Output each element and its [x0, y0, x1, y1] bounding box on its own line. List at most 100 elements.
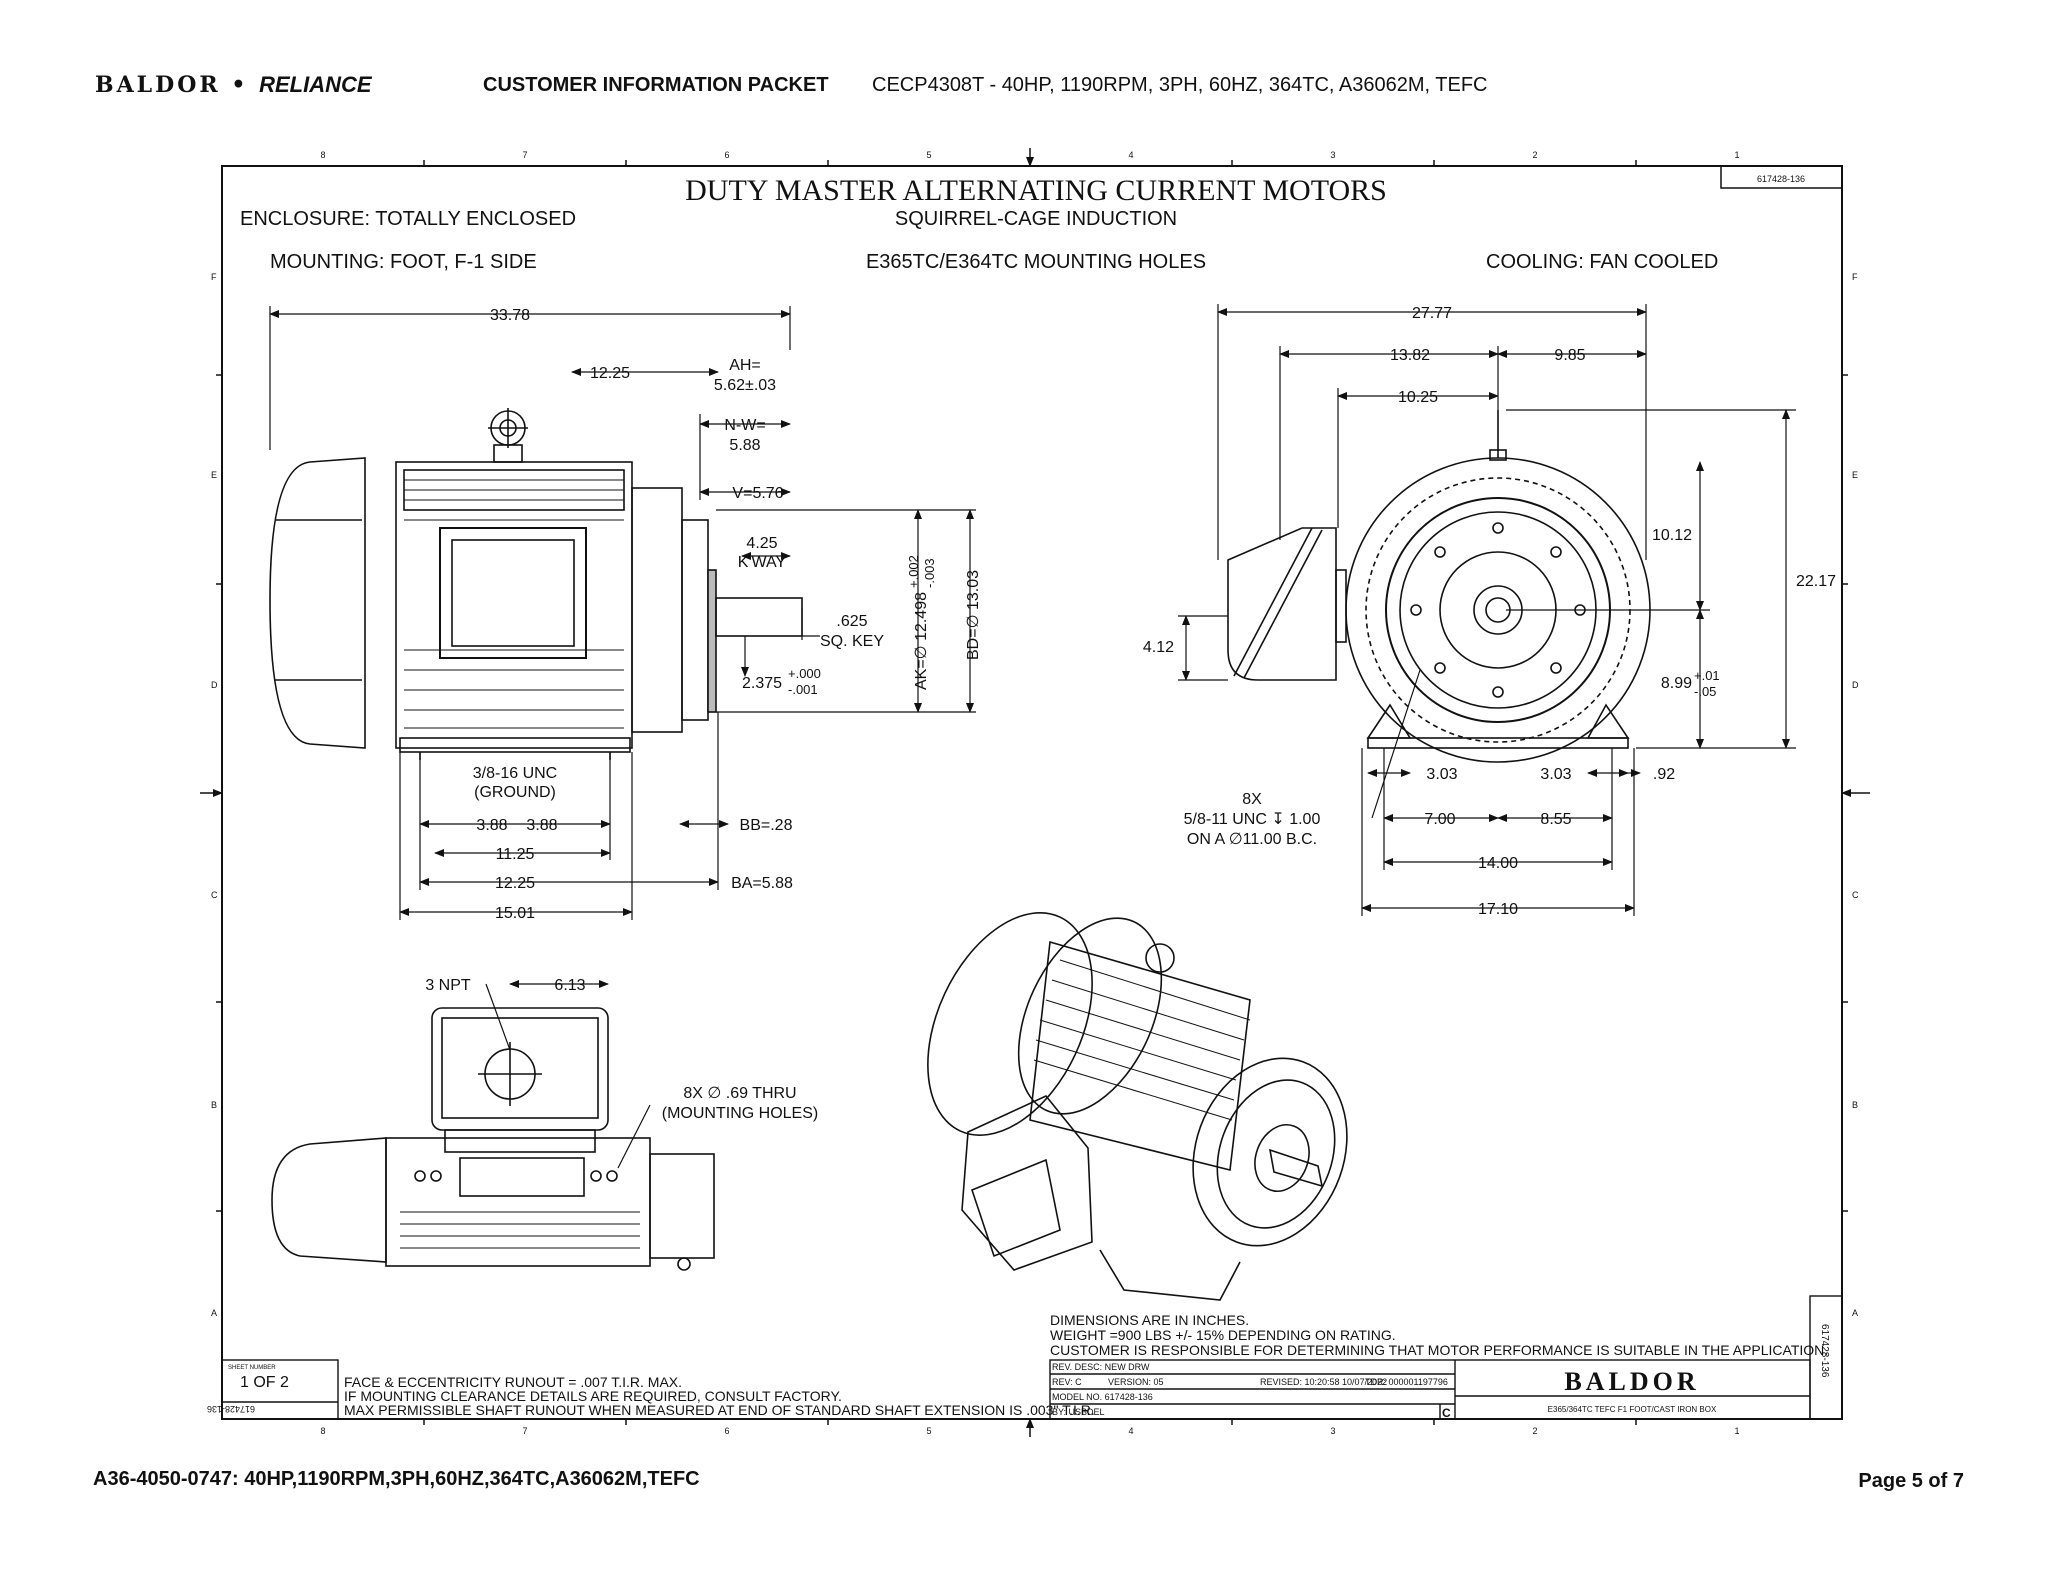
- footer-model: A36-4050-0747: 40HP,1190RPM,3PH,60HZ,364…: [93, 1468, 700, 1490]
- svg-text:14.00: 14.00: [1478, 855, 1518, 872]
- drawing-title: DUTY MASTER ALTERNATING CURRENT MOTORS: [685, 174, 1387, 207]
- svg-text:+.002: +.002: [906, 555, 921, 588]
- svg-text:6.13: 6.13: [554, 977, 585, 994]
- svg-text:B: B: [1852, 1100, 1858, 1110]
- side-dimension-labels: 33.78 12.25 AH= 5.62±.03 N-W= 5.88 V=5.7…: [473, 307, 982, 922]
- svg-text:12.25: 12.25: [590, 365, 630, 382]
- bottom-dimension-lines: [485, 980, 651, 1169]
- svg-text:27.77: 27.77: [1412, 305, 1452, 322]
- runout-notes: FACE & ECCENTRICITY RUNOUT = .007 T.I.R.…: [344, 1374, 1095, 1418]
- svg-text:7: 7: [522, 150, 527, 160]
- svg-text:22.17: 22.17: [1796, 573, 1836, 590]
- svg-text:3.03: 3.03: [1540, 766, 1571, 783]
- svg-text:IF MOUNTING CLEARANCE DETAILS: IF MOUNTING CLEARANCE DETAILS ARE REQUIR…: [344, 1388, 842, 1404]
- svg-text:MODEL NO. 617428-136: MODEL NO. 617428-136: [1052, 1392, 1153, 1402]
- svg-text:8.99: 8.99: [1661, 675, 1692, 692]
- brand-main: BALDOR: [95, 72, 221, 98]
- svg-text:B: B: [211, 1100, 217, 1110]
- end-dimension-labels: 27.77 13.82 9.85 10.25 10.12 22.17 4.12 …: [1143, 305, 1836, 918]
- svg-text:1: 1: [1734, 150, 1739, 160]
- svg-text:D: D: [1852, 680, 1859, 690]
- svg-text:1 OF 2: 1 OF 2: [240, 1374, 289, 1391]
- mounting-label: MOUNTING: FOOT, F-1 SIDE: [270, 251, 537, 273]
- svg-text:AH=: AH=: [729, 357, 761, 374]
- svg-text:6: 6: [724, 1426, 729, 1436]
- svg-text:-.05: -.05: [1694, 684, 1716, 699]
- svg-text:SHEET NUMBER: SHEET NUMBER: [228, 1365, 276, 1371]
- svg-text:.625: .625: [836, 613, 867, 630]
- svg-text:4: 4: [1128, 1426, 1133, 1436]
- brand-logo: BALDOR • RELIANCE: [95, 72, 372, 98]
- svg-text:V=5.76: V=5.76: [732, 485, 783, 502]
- packet-title: CUSTOMER INFORMATION PACKET: [483, 74, 829, 96]
- svg-text:2.375: 2.375: [742, 675, 782, 692]
- svg-text:+.000: +.000: [788, 666, 821, 681]
- svg-text:K'WAY: K'WAY: [738, 554, 787, 571]
- svg-text:5: 5: [926, 1426, 931, 1436]
- brand-separator: •: [231, 72, 249, 98]
- svg-text:8: 8: [320, 150, 325, 160]
- svg-text:2: 2: [1532, 150, 1537, 160]
- svg-text:BA=5.88: BA=5.88: [731, 875, 793, 892]
- svg-text:8X ∅ .69 THRU: 8X ∅ .69 THRU: [683, 1085, 796, 1102]
- svg-text:REV: C: REV: C: [1052, 1377, 1082, 1387]
- svg-text:+.01: +.01: [1694, 668, 1720, 683]
- svg-text:11.25: 11.25: [496, 846, 535, 863]
- svg-text:3: 3: [1330, 1426, 1335, 1436]
- svg-text:N-W=: N-W=: [724, 417, 765, 434]
- end-dimension-lines: [1178, 304, 1796, 916]
- svg-text:AK=∅ 12.498: AK=∅ 12.498: [913, 592, 930, 690]
- svg-text:C: C: [1442, 1406, 1451, 1420]
- svg-text:33.78: 33.78: [490, 307, 530, 324]
- svg-text:-.003: -.003: [922, 558, 937, 588]
- svg-text:3 NPT: 3 NPT: [425, 977, 471, 994]
- svg-text:C: C: [1852, 890, 1859, 900]
- svg-text:E: E: [1852, 470, 1858, 480]
- svg-text:.92: .92: [1653, 766, 1675, 783]
- mounting-holes-label: E365TC/E364TC MOUNTING HOLES: [866, 251, 1206, 273]
- svg-text:5.88: 5.88: [729, 437, 760, 454]
- svg-text:15.01: 15.01: [495, 905, 535, 922]
- svg-text:617428-136: 617428-136: [1819, 1324, 1830, 1378]
- svg-text:CUSTOMER IS RESPONSIBLE FOR DE: CUSTOMER IS RESPONSIBLE FOR DETERMINING …: [1050, 1342, 1828, 1358]
- svg-text:13.82: 13.82: [1390, 347, 1430, 364]
- title-block-fields: REV. DESC: NEW DRW REV: C VERSION: 05 RE…: [207, 1324, 1830, 1420]
- svg-text:REVISED: 10:20:58 10/07/2022: REVISED: 10:20:58 10/07/2022: [1260, 1377, 1387, 1387]
- svg-text:3.03: 3.03: [1426, 766, 1457, 783]
- svg-text:12.25: 12.25: [495, 875, 535, 892]
- svg-text:A: A: [211, 1308, 217, 1318]
- svg-text:A: A: [1852, 1308, 1858, 1318]
- svg-text:(MOUNTING HOLES): (MOUNTING HOLES): [662, 1105, 818, 1122]
- zone-labels: 8 7 6 5 4 3 2 1 8 7 6 5 4 3 2 1 F E D C …: [211, 150, 1859, 1436]
- bottom-view: [271, 1007, 715, 1271]
- svg-text:F: F: [1852, 272, 1858, 282]
- general-notes: DIMENSIONS ARE IN INCHES. WEIGHT =900 LB…: [1050, 1312, 1828, 1358]
- svg-text:3.88: 3.88: [476, 817, 507, 834]
- svg-text:5/8-11 UNC ↧ 1.00: 5/8-11 UNC ↧ 1.00: [1184, 811, 1321, 828]
- zone-ticks: [200, 148, 1870, 1437]
- svg-text:17.10: 17.10: [1478, 901, 1518, 918]
- side-dimension-lines: [269, 306, 976, 920]
- page-number: Page 5 of 7: [1858, 1470, 1964, 1492]
- svg-text:6: 6: [724, 150, 729, 160]
- svg-text:E365/364TC TEFC F1 FOOT/CAST I: E365/364TC TEFC F1 FOOT/CAST IRON BOX: [1548, 1405, 1717, 1414]
- svg-text:617428-136: 617428-136: [207, 1404, 255, 1414]
- svg-text:8.55: 8.55: [1540, 811, 1571, 828]
- svg-text:BD=∅ 13.03: BD=∅ 13.03: [965, 570, 982, 660]
- svg-text:5.62±.03: 5.62±.03: [714, 377, 776, 394]
- enclosure-label: ENCLOSURE: TOTALLY ENCLOSED: [240, 208, 576, 230]
- model-description: CECP4308T - 40HP, 1190RPM, 3PH, 60HZ, 36…: [872, 74, 1488, 96]
- svg-text:1: 1: [1734, 1426, 1739, 1436]
- svg-text:D: D: [211, 680, 218, 690]
- svg-text:4.25: 4.25: [746, 535, 777, 552]
- svg-text:2: 2: [1532, 1426, 1537, 1436]
- svg-text:FACE & ECCENTRICITY RUNOUT = .: FACE & ECCENTRICITY RUNOUT = .007 T.I.R.…: [344, 1374, 682, 1390]
- isometric-motor-view: [927, 912, 1348, 1301]
- title-block-logo: BALDOR: [1564, 1367, 1699, 1396]
- svg-text:4.12: 4.12: [1143, 639, 1174, 656]
- svg-text:10.12: 10.12: [1652, 527, 1692, 544]
- svg-text:DIMENSIONS ARE IN INCHES.: DIMENSIONS ARE IN INCHES.: [1050, 1312, 1249, 1328]
- svg-text:SQ. KEY: SQ. KEY: [820, 633, 884, 650]
- drawing-subtitle: SQUIRREL-CAGE INDUCTION: [895, 208, 1177, 230]
